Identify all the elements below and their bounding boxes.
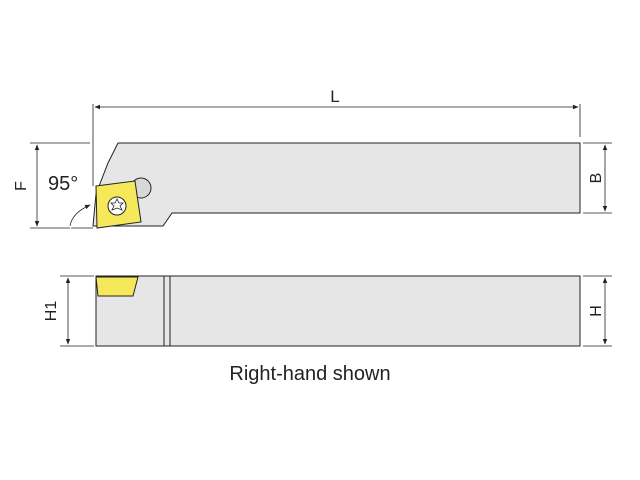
side-view	[95, 275, 581, 347]
dimension-f-label: F	[13, 181, 30, 191]
angle-label: 95°	[48, 173, 78, 195]
dimension-l-label: L	[330, 87, 339, 106]
dimension-h-label: H	[588, 305, 605, 317]
torx-icon	[110, 198, 124, 211]
holder-body-side	[95, 275, 581, 347]
holder-body-top	[92, 142, 581, 227]
angle-annotation: 95°	[48, 173, 93, 229]
dimension-l: L	[92, 87, 581, 186]
dimension-b: B	[583, 142, 612, 214]
dimension-h: H	[583, 275, 612, 347]
dimension-h1-label: H1	[43, 301, 60, 322]
cutting-insert-side	[95, 276, 139, 297]
caption: Right-hand shown	[229, 363, 390, 385]
dimension-f: F	[13, 142, 90, 229]
dimension-h1: H1	[43, 275, 94, 347]
top-view	[92, 142, 581, 229]
dimension-b-label: B	[588, 173, 605, 184]
